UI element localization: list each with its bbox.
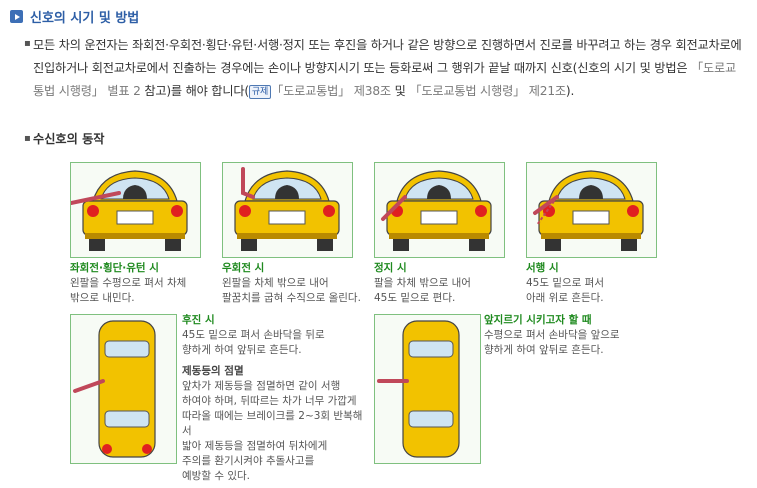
caption-left-turn: 좌회전·횡단·유턴 시 왼팔을 수평으로 펴서 차체 밖으로 내민다. xyxy=(70,261,215,306)
section-title: 신호의 시기 및 방법 xyxy=(30,11,140,26)
bullet-icon: ▪ xyxy=(24,38,31,49)
bullet-icon: ▪ xyxy=(24,133,31,144)
caption-line: 왼팔을 수평으로 펴서 차체 xyxy=(70,277,187,289)
caption-line: 45도 밑으로 편다. xyxy=(374,292,456,304)
intro-text-2: 참고)를 해야 합니다( xyxy=(144,84,249,98)
law-reference-1[interactable]: 「도로교통법 시행령」 별표 2 xyxy=(33,61,737,98)
car-illustration-slow xyxy=(526,162,657,258)
caption-line: 팔꿈치를 굽혀 수직으로 올린다. xyxy=(222,292,361,304)
car-rear-icon xyxy=(375,163,504,257)
section-header: 신호의 시기 및 방법 xyxy=(10,7,139,26)
intro-paragraph: 모든 차의 운전자는 좌회전·우회전·횡단·유턴·서행·정지 또는 후진을 하거… xyxy=(33,34,745,103)
car-rear-icon xyxy=(223,163,352,257)
intro-text-3: 및 xyxy=(394,84,406,98)
brake-note-line: 하여야 하며, 뒤따르는 차가 너무 가깝게 xyxy=(182,395,357,407)
caption-stop: 정지 시 팔을 차체 밖으로 내어 45도 밑으로 편다. xyxy=(374,261,519,306)
caption-line: 45도 밑으로 펴서 손바닥을 뒤로 xyxy=(182,329,325,341)
caption-slow: 서행 시 45도 밑으로 펴서 아래 위로 흔든다. xyxy=(526,261,671,306)
caption-overtake: 앞지르기 시키고자 할 때 수평으로 펴서 손바닥을 앞으로 향하게 하여 앞뒤… xyxy=(484,313,684,358)
caption-title: 정지 시 xyxy=(374,262,407,274)
subheading: 수신호의 동작 xyxy=(33,132,105,146)
car-rear-icon xyxy=(71,163,200,257)
brake-note-line: 따라올 때에는 브레이크를 2~3회 반복해서 xyxy=(182,410,363,437)
caption-line: 팔을 차체 밖으로 내어 xyxy=(374,277,471,289)
caption-line: 왼팔을 차체 밖으로 내어 xyxy=(222,277,329,289)
caption-title: 좌회전·횡단·유턴 시 xyxy=(70,262,159,274)
car-illustration-overtake xyxy=(374,314,481,464)
play-arrow-icon xyxy=(10,10,23,23)
caption-line: 향하게 하여 앞뒤로 흔든다. xyxy=(182,344,302,356)
brake-note-title: 제동등의 점멸 xyxy=(182,365,244,377)
caption-reverse: 후진 시 45도 밑으로 펴서 손바닥을 뒤로 향하게 하여 앞뒤로 흔든다. … xyxy=(182,313,367,484)
car-rear-icon xyxy=(527,163,656,257)
caption-line: 아래 위로 흔든다. xyxy=(526,292,604,304)
regulation-badge[interactable]: 규제 xyxy=(248,85,272,99)
caption-line: 향하게 하여 앞뒤로 흔든다. xyxy=(484,344,604,356)
brake-note-line: 밟아 제동등을 점멸하여 뒤차에게 xyxy=(182,440,328,452)
car-illustration-left-turn xyxy=(70,162,201,258)
caption-line: 밖으로 내민다. xyxy=(70,292,135,304)
caption-line: 45도 밑으로 펴서 xyxy=(526,277,604,289)
car-illustration-reverse xyxy=(70,314,177,464)
brake-note-line: 앞차가 제동등을 점멸하면 같이 서행 xyxy=(182,380,341,392)
caption-line: 수평으로 펴서 손바닥을 앞으로 xyxy=(484,329,620,341)
caption-right-turn: 우회전 시 왼팔을 차체 밖으로 내어 팔꿈치를 굽혀 수직으로 올린다. xyxy=(222,261,372,306)
brake-note-line: 주의를 환기시켜야 추돌사고를 xyxy=(182,455,315,467)
caption-title: 서행 시 xyxy=(526,262,559,274)
car-top-icon xyxy=(71,315,176,463)
caption-title: 후진 시 xyxy=(182,314,215,326)
law-reference-2[interactable]: 「도로교통법」 제38조 xyxy=(271,84,391,98)
caption-title: 앞지르기 시키고자 할 때 xyxy=(484,314,592,326)
intro-text-4: ). xyxy=(565,84,575,98)
intro-text-1: 모든 차의 운전자는 좌회전·우회전·횡단·유턴·서행·정지 또는 후진을 하거… xyxy=(33,38,742,75)
caption-title: 우회전 시 xyxy=(222,262,265,274)
car-illustration-stop xyxy=(374,162,505,258)
car-illustration-right-turn xyxy=(222,162,353,258)
car-top-icon xyxy=(375,315,480,463)
law-reference-3[interactable]: 「도로교통법 시행령」 제21조 xyxy=(409,84,566,98)
brake-note-line: 예방할 수 있다. xyxy=(182,470,250,482)
